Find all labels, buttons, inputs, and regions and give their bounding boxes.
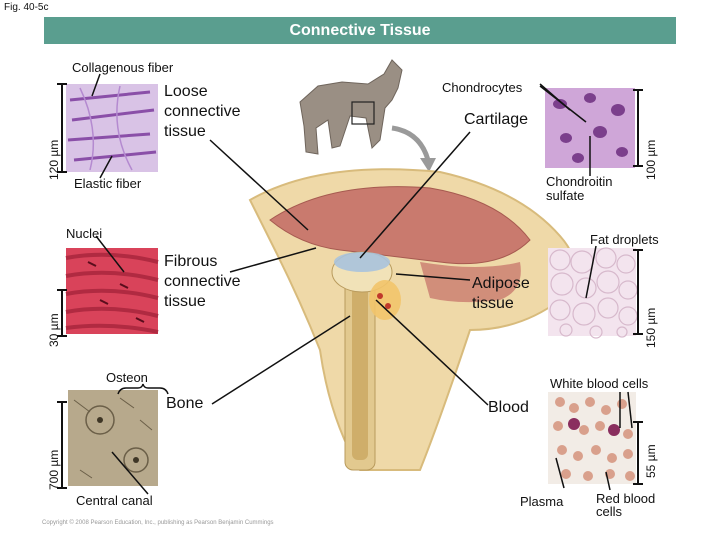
osteon-bracket	[117, 383, 169, 395]
label-fat-droplets: Fat droplets	[590, 232, 659, 247]
label-collagenous-fiber: Collagenous fiber	[72, 60, 174, 75]
label-fibrous-connective-tissue: Fibrous connective tissue	[164, 252, 241, 312]
blood-micrograph	[548, 392, 636, 484]
label-cartilage: Cartilage	[464, 111, 529, 128]
figure-label: Fig. 40-5c	[4, 2, 49, 13]
bone-micrograph	[68, 390, 158, 486]
adipose-name-line-1: Adipose	[472, 275, 530, 292]
label-red-blood-cells: Red blood cells	[596, 491, 656, 519]
label-white-blood-cells: White blood cells	[550, 376, 649, 391]
label-bone: Bone	[166, 395, 204, 412]
fibrous-connective-micrograph	[65, 248, 159, 334]
leg-cross-section	[248, 168, 576, 471]
label-adipose-tissue: Adipose tissue	[472, 274, 530, 314]
label-plasma: Plasma	[520, 494, 564, 509]
label-blood: Blood	[488, 399, 529, 416]
label-nuclei: Nuclei	[66, 226, 103, 241]
zoom-arrow	[391, 125, 431, 161]
scale-cartilage: 100 µm	[644, 139, 658, 180]
scale-blood: 55 µm	[644, 444, 658, 478]
copyright-notice: Copyright © 2008 Pearson Education, Inc.…	[42, 520, 274, 526]
label-loose-connective-tissue: Loose connective tissue	[164, 82, 241, 142]
label-central-canal: Central canal	[76, 493, 153, 508]
scale-bone: 700 µm	[47, 449, 61, 490]
adipose-micrograph	[548, 247, 638, 339]
page-title: Connective Tissue	[44, 17, 676, 44]
label-chondroitin-sulfate: Chondroitin sulfate	[546, 174, 613, 203]
adipose-name-line-2: tissue	[472, 295, 514, 312]
loose-name-line-3: tissue	[164, 123, 206, 140]
label-osteon: Osteon	[106, 370, 148, 385]
scale-bars	[57, 83, 643, 489]
scale-fibrous: 30 µm	[47, 313, 61, 347]
loose-name-line-1: Loose	[164, 83, 208, 100]
label-chondrocytes: Chondrocytes	[442, 80, 523, 95]
label-elastic-fiber: Elastic fiber	[74, 176, 142, 191]
leader-lines	[91, 73, 633, 495]
fibrous-name-line-3: tissue	[164, 293, 206, 310]
scale-loose: 120 µm	[47, 139, 61, 180]
loose-connective-micrograph	[66, 84, 158, 172]
wolf-illustration	[299, 59, 403, 155]
fibrous-name-line-1: Fibrous	[164, 253, 218, 270]
scale-adipose: 150 µm	[644, 307, 658, 348]
fibrous-name-line-2: connective	[164, 273, 241, 290]
loose-name-line-2: connective	[164, 103, 241, 120]
zoom-box	[351, 101, 375, 125]
